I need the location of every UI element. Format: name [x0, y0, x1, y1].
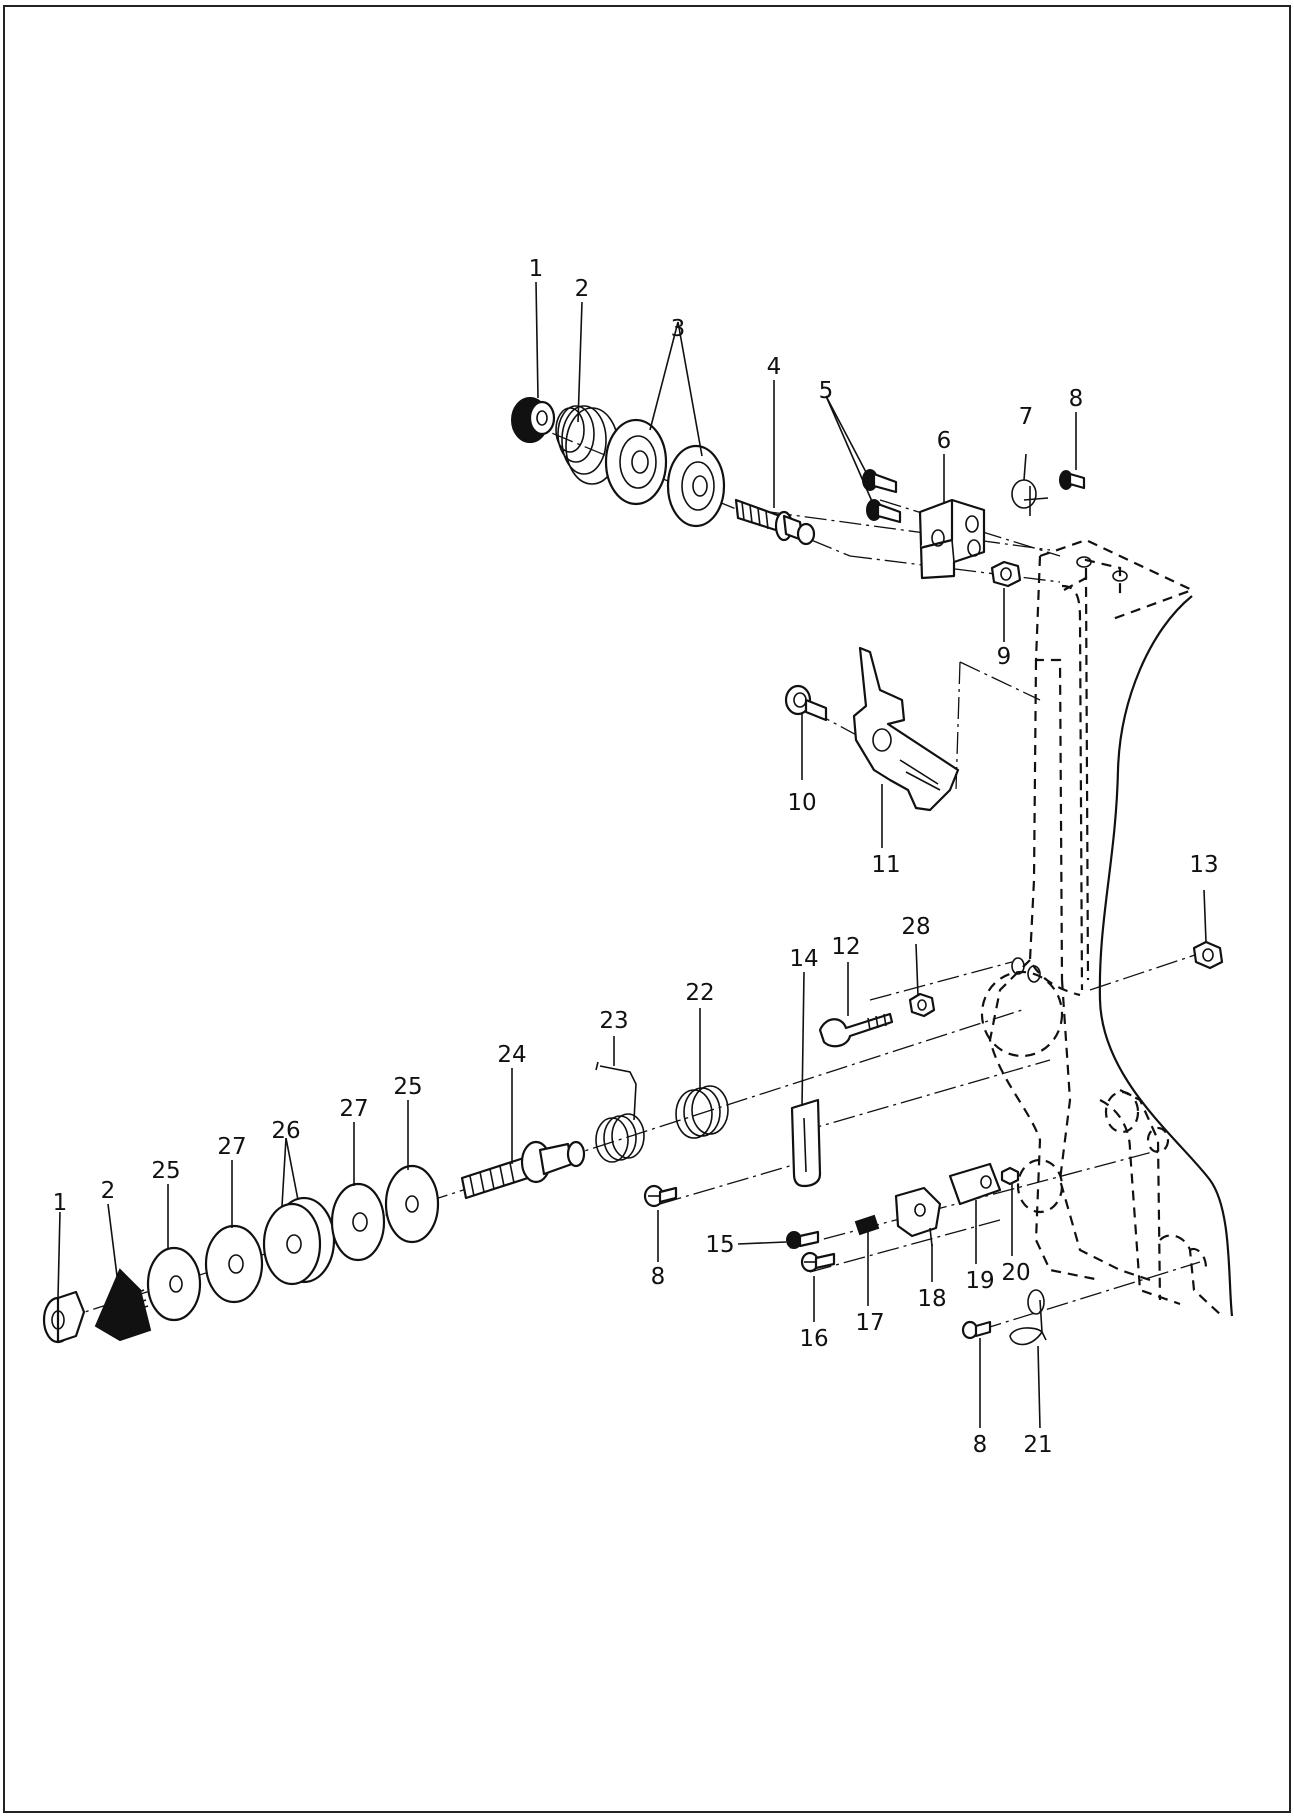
label-28: 28 — [901, 914, 930, 940]
machine-body — [980, 538, 1234, 1317]
label-23: 23 — [599, 1008, 628, 1034]
label-21: 21 — [1023, 1432, 1052, 1458]
lower-assembly — [42, 940, 1224, 1346]
label-11: 11 — [871, 852, 900, 878]
label-8-middle: 8 — [651, 1264, 666, 1290]
part-25-disc-right — [384, 1164, 440, 1244]
part-14-thread-guide — [790, 1098, 822, 1188]
part-28-nut — [908, 992, 936, 1018]
part-labels: 1 2 3 4 5 6 7 8 9 10 11 12 28 14 13 22 2… — [53, 256, 1219, 1458]
label-3: 3 — [671, 316, 686, 342]
label-10: 10 — [787, 790, 816, 816]
label-1-upper: 1 — [529, 256, 544, 282]
part-26-disc-pair — [262, 1196, 336, 1286]
label-5: 5 — [819, 378, 834, 404]
label-27-right: 27 — [339, 1096, 368, 1122]
label-18: 18 — [917, 1286, 946, 1312]
label-8-upper: 8 — [1069, 386, 1084, 412]
label-4: 4 — [767, 354, 782, 380]
label-17: 17 — [855, 1310, 884, 1336]
label-25-right: 25 — [393, 1074, 422, 1100]
part-27-disc-left — [204, 1224, 264, 1304]
upper-assembly — [511, 397, 1086, 812]
label-8-lower: 8 — [973, 1432, 988, 1458]
label-7: 7 — [1019, 404, 1034, 430]
label-9: 9 — [997, 644, 1012, 670]
part-27-disc-right — [330, 1182, 386, 1262]
label-14: 14 — [789, 946, 818, 972]
part-15-screw — [786, 1230, 820, 1249]
part-1-tension-nut-lower — [42, 1290, 86, 1344]
part-6-bracket — [918, 498, 986, 580]
part-2-tension-spring-lower — [94, 1268, 152, 1342]
part-7-spring-clip — [1011, 479, 1049, 516]
part-3-tension-discs — [604, 418, 726, 528]
label-24: 24 — [497, 1042, 526, 1068]
part-12-stud — [818, 1012, 894, 1048]
label-16: 16 — [799, 1326, 828, 1352]
label-6: 6 — [937, 428, 952, 454]
part-8-screw-middle — [643, 1184, 678, 1208]
label-2-upper: 2 — [575, 276, 590, 302]
part-16-screw — [800, 1251, 836, 1273]
label-25-left: 25 — [151, 1158, 180, 1184]
part-21-spring-clip — [1009, 1289, 1047, 1346]
part-22-spring — [675, 1085, 729, 1139]
label-1-lower: 1 — [53, 1190, 68, 1216]
part-10-screw — [784, 684, 828, 722]
label-20: 20 — [1001, 1260, 1030, 1286]
part-1-tension-nut-upper — [511, 397, 556, 443]
part-8-screw-upper — [1059, 470, 1086, 490]
assembly-axes — [59, 419, 1201, 1331]
label-13: 13 — [1189, 852, 1218, 878]
part-4-tension-stud — [734, 498, 816, 546]
page-border — [3, 5, 1291, 1813]
part-24-tension-post — [460, 1140, 586, 1200]
label-27-left: 27 — [217, 1134, 246, 1160]
part-17-spring — [854, 1214, 880, 1236]
label-26: 26 — [271, 1118, 300, 1144]
label-2-lower: 2 — [101, 1178, 116, 1204]
part-23-spring — [595, 1061, 645, 1163]
part-19-plate — [948, 1162, 1002, 1206]
label-19: 19 — [965, 1268, 994, 1294]
part-20-nut — [1000, 1166, 1020, 1186]
label-15: 15 — [705, 1232, 734, 1258]
part-5-screws — [862, 469, 902, 524]
part-8-screw-lower — [961, 1320, 992, 1340]
leader-lines — [57, 281, 1207, 1429]
part-25-disc-left — [146, 1246, 202, 1322]
part-11-lever — [852, 646, 960, 812]
part-9-nut — [990, 560, 1022, 588]
part-18-plate — [894, 1186, 942, 1247]
label-22: 22 — [685, 980, 714, 1006]
part-13-nut — [1192, 940, 1224, 970]
label-12: 12 — [831, 934, 860, 960]
